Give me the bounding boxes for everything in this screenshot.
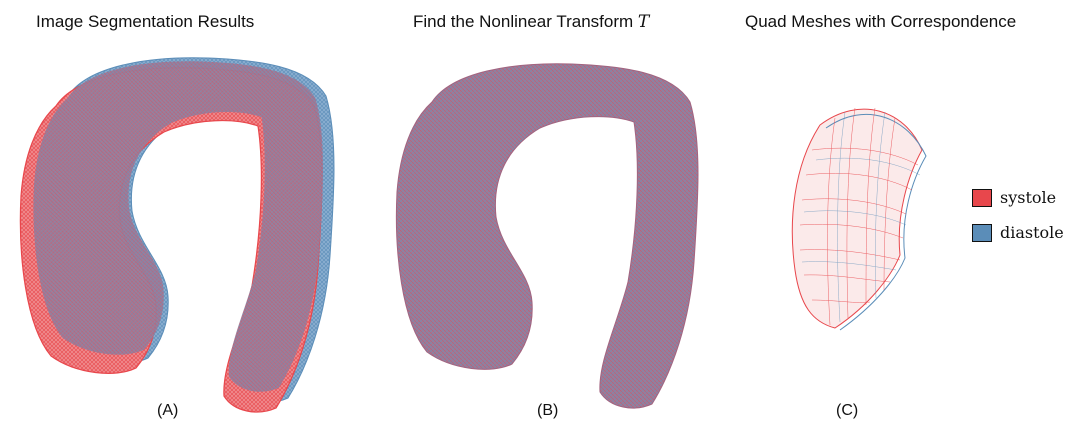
legend-item-systole: systole — [972, 188, 1064, 207]
panel-b-caption: (B) — [537, 402, 558, 420]
legend: systole diastole — [972, 188, 1064, 258]
diastole-swatch — [972, 224, 992, 242]
panel-a-aorta-overlap — [33, 61, 323, 391]
legend-label-systole: systole — [1000, 188, 1056, 207]
legend-label-diastole: diastole — [1000, 223, 1064, 242]
panel-b-aorta-aligned — [396, 64, 698, 408]
legend-item-diastole: diastole — [972, 223, 1064, 242]
panel-a-caption: (A) — [157, 402, 178, 420]
systole-swatch — [972, 189, 992, 207]
panel-c-caption: (C) — [836, 402, 858, 420]
panel-c-quad-mesh — [792, 108, 926, 330]
